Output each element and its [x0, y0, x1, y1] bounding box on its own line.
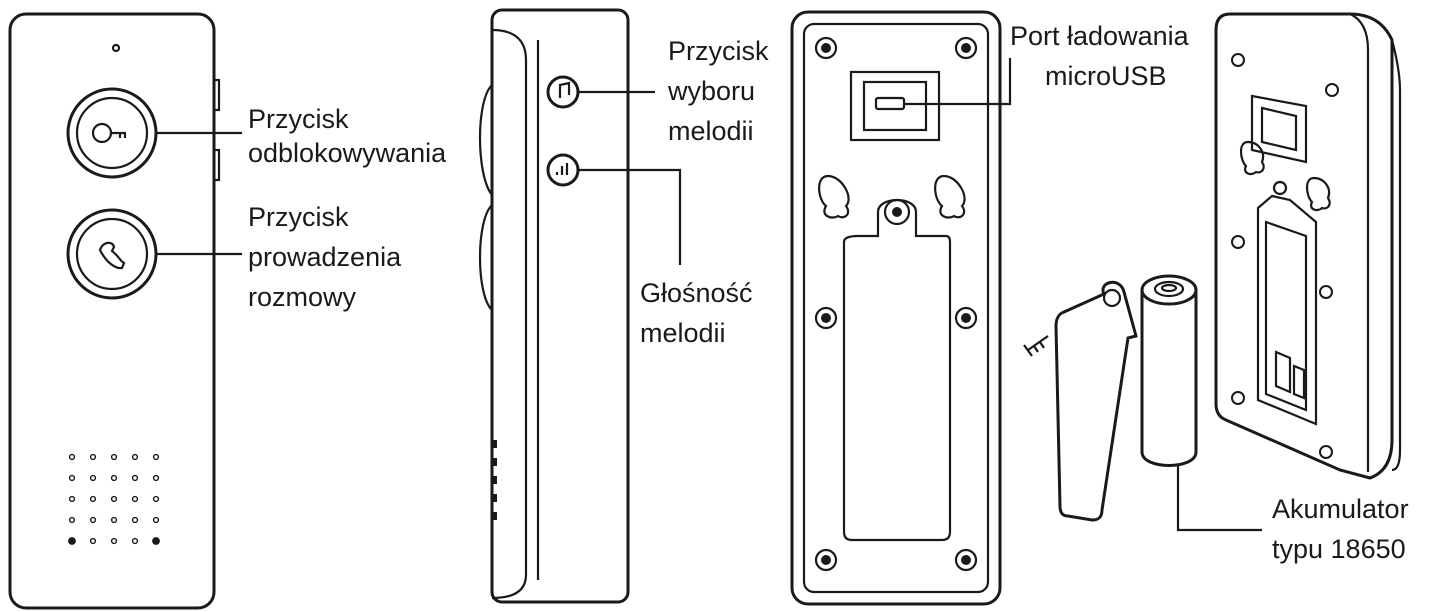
grille-hole: [89, 453, 97, 461]
grille-hole: [110, 453, 118, 461]
battery-leader-line: [1176, 466, 1262, 532]
melody-label-line3: melodii: [668, 116, 754, 146]
keyhole-slot-left: [818, 174, 850, 219]
back-screws: [814, 36, 978, 572]
talk-label-line1: Przycisk: [248, 202, 349, 232]
screw-hole: [1325, 83, 1339, 97]
grille-hole: [68, 516, 76, 524]
melody-label-line2: wyboru: [667, 76, 755, 106]
vent-slot: [491, 440, 497, 448]
battery-cover-loose: [1054, 280, 1138, 522]
grille-hole: [152, 453, 160, 461]
grille-hole: [110, 537, 118, 545]
key-icon: [91, 122, 127, 144]
vent-slot: [491, 512, 497, 520]
angled-body: [1214, 12, 1394, 480]
angled-screw-holes: [1231, 53, 1339, 459]
grille-hole: [152, 537, 160, 545]
phone-handset-icon: [98, 241, 126, 270]
vent-slot: [491, 476, 497, 484]
unlock-button: [66, 87, 158, 179]
grille-hole: [110, 474, 118, 482]
talk-label-line3: rozmowy: [248, 282, 357, 312]
talk-label-line2: prowadzenia: [248, 242, 402, 272]
grille-hole: [68, 453, 76, 461]
grille-hole: [131, 516, 139, 524]
grille-hole: [131, 537, 139, 545]
side-button-bulge: [478, 204, 493, 311]
volume-label-line2: melodii: [640, 318, 726, 348]
vent-slot: [491, 494, 497, 502]
grille-hole: [152, 474, 160, 482]
side-button-bulge: [478, 84, 493, 196]
grille-hole: [131, 453, 139, 461]
grille-hole: [89, 495, 97, 503]
grille-hole: [110, 495, 118, 503]
front-view: Przycisk odblokowywania Przycisk prowadz…: [8, 12, 447, 610]
unlock-label-line2: odblokowywania: [248, 138, 447, 168]
battery-label-line1: Akumulator: [1272, 494, 1409, 524]
loose-screw: [1023, 335, 1049, 357]
port-leader-line: [905, 58, 1012, 106]
screw-hole: [1319, 285, 1333, 299]
battery-label-line2: typu 18650: [1272, 534, 1406, 564]
grille-hole: [68, 495, 76, 503]
cover-screw: [883, 198, 911, 226]
grille-hole: [131, 495, 139, 503]
screw-hole: [1231, 391, 1245, 405]
grille-hole: [89, 474, 97, 482]
angled-back-view: [1214, 12, 1402, 480]
keyhole-slot-right: [934, 174, 966, 219]
angled-usb-port: [1250, 94, 1308, 164]
grille-hole: [68, 474, 76, 482]
screw-hole: [1231, 235, 1245, 249]
port-label-line2: microUSB: [1045, 61, 1167, 91]
battery-compartment: [1256, 194, 1318, 426]
melody-button: [546, 75, 580, 109]
back-view: Port ładowania microUSB: [790, 10, 1190, 606]
side-vent-slots: [491, 440, 497, 520]
side-view: Przycisk wyboru melodii Głośność melodii: [478, 8, 769, 604]
melody-label-line1: Przycisk: [668, 36, 769, 66]
front-side-bump: [212, 148, 221, 182]
back-inner-rim: [802, 22, 990, 594]
front-body: [8, 12, 216, 610]
talk-button: [66, 208, 158, 300]
grille-hole: [110, 516, 118, 524]
volume-icon: [555, 163, 569, 175]
speaker-grille: [68, 453, 160, 545]
grille-hole: [131, 474, 139, 482]
front-side-bump: [212, 78, 221, 112]
angled-keyhole-left: [1239, 140, 1265, 176]
port-label-line1: Port ładowania: [1010, 21, 1190, 51]
volume-leader-line: [578, 168, 682, 265]
volume-button: [546, 153, 580, 187]
battery-cover: [842, 199, 952, 542]
music-note-icon: [558, 81, 571, 98]
usb-port: [849, 70, 941, 142]
angled-keyhole-right: [1305, 176, 1331, 212]
vent-slot: [491, 458, 497, 466]
grille-hole: [152, 495, 160, 503]
unlock-label-line1: Przycisk: [248, 104, 349, 134]
grille-hole: [89, 537, 97, 545]
volume-label-line1: Głośność: [640, 278, 753, 308]
grille-hole: [152, 516, 160, 524]
front-led: [111, 43, 121, 53]
grille-hole: [89, 516, 97, 524]
screw-hole: [1319, 445, 1333, 459]
screw-hole: [1231, 53, 1245, 67]
exploded-parts: Akumulator typu 18650: [1023, 274, 1409, 564]
side-panel-edge: [491, 28, 528, 600]
grille-hole: [68, 537, 76, 545]
battery-18650: [1140, 274, 1198, 467]
angled-side-edge: [1349, 12, 1370, 472]
